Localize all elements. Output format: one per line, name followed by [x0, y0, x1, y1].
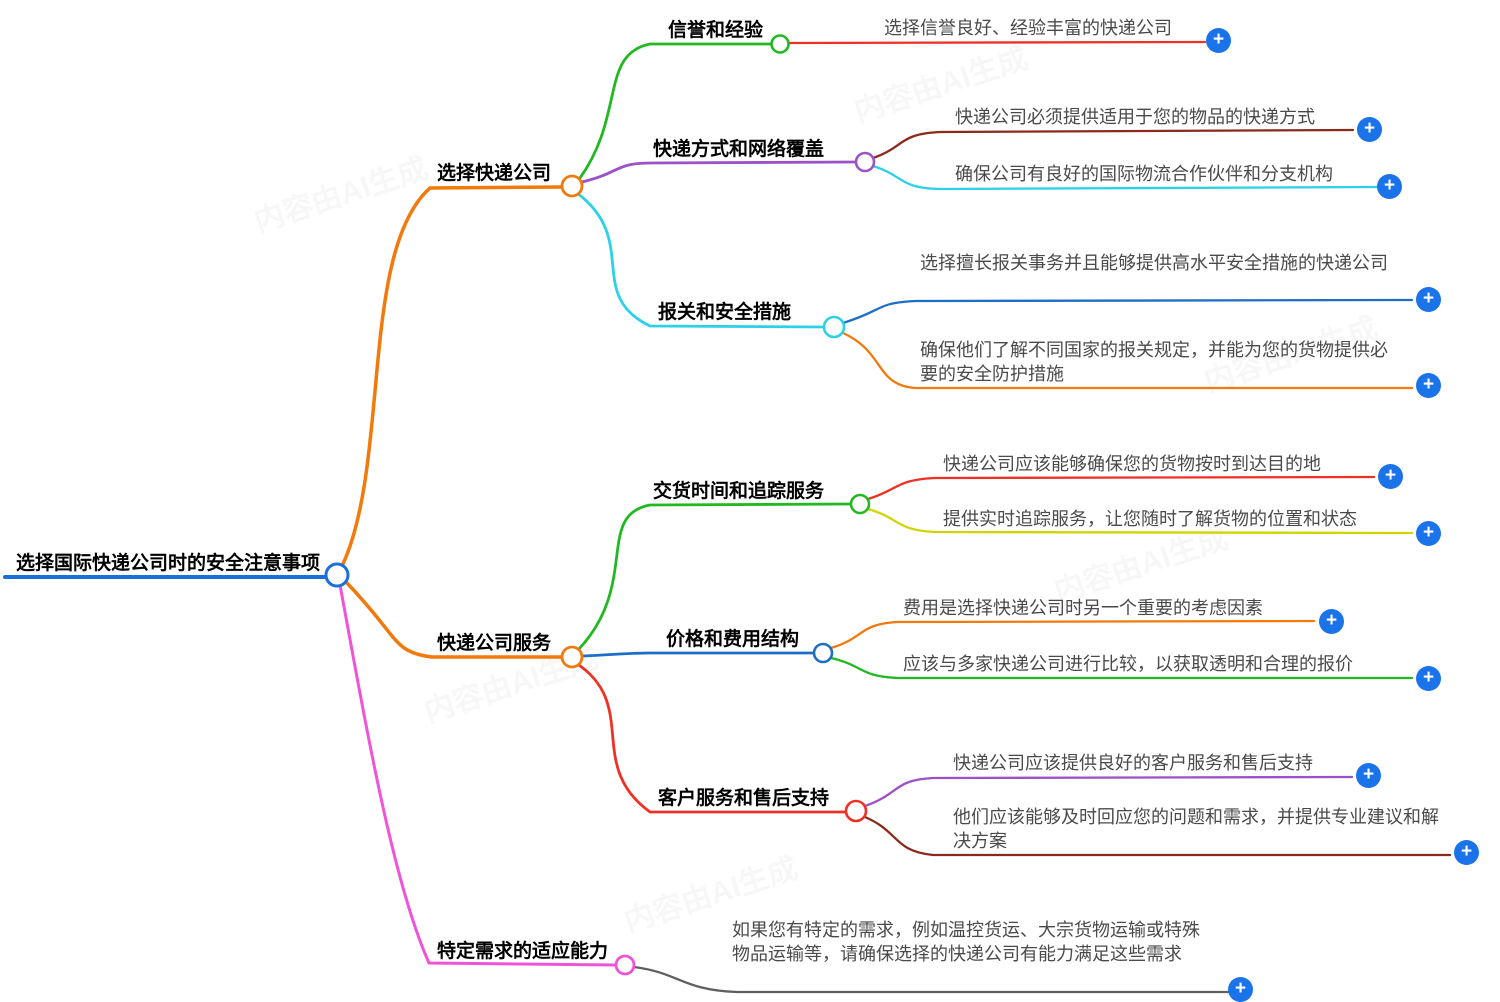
collapse-handle-delivery-time[interactable]: [849, 493, 871, 515]
edge-leaf-protection: [841, 331, 1414, 390]
branch-label-company-service[interactable]: 快递公司服务: [437, 633, 552, 654]
leaf-shipping-method-note[interactable]: 快递公司必须提供适用于您的物品的快递方式: [955, 107, 1315, 127]
edge-leaf-reputation: [787, 40, 1207, 45]
collapse-handle-reputation[interactable]: [770, 34, 790, 54]
leaf-cost-note[interactable]: 费用是选择快递公司时另一个重要的考虑因素: [903, 598, 1263, 618]
edge-branch2-to-child2: [580, 651, 815, 658]
edge-branch1-to-child2: [580, 160, 857, 184]
collapse-handle-choose-company[interactable]: [560, 174, 584, 198]
edge-leaf-ontime: [866, 475, 1376, 501]
add-node-button[interactable]: +: [1454, 840, 1479, 865]
leaf-customs-note[interactable]: 选择擅长报关事务并且能够提供高水平安全措施的快递公司: [920, 253, 1388, 273]
leaf-ontime-note[interactable]: 快递公司应该能够确保您的货物按时到达目的地: [943, 454, 1321, 474]
edge-leaf-compare: [829, 656, 1414, 680]
edge-leaf-response: [863, 815, 1452, 857]
add-node-button[interactable]: +: [1357, 117, 1382, 142]
leaf-network-note[interactable]: 确保公司有良好的国际物流合作伙伴和分支机构: [955, 164, 1333, 184]
edge-leaf-cost: [829, 619, 1316, 650]
add-node-button[interactable]: +: [1416, 287, 1441, 312]
branch-label-choose-company[interactable]: 选择快递公司: [437, 163, 552, 184]
add-node-button[interactable]: +: [1377, 174, 1402, 199]
leaf-protection-note[interactable]: 确保他们了解不同国家的报关规定，并能为您的货物提供必要的安全防护措施: [920, 340, 1388, 384]
root-topic-label[interactable]: 选择国际快递公司时的安全注意事项: [16, 553, 321, 574]
child-label-shipping-method[interactable]: 快递方式和网络覆盖: [653, 139, 825, 160]
collapse-handle-root[interactable]: [324, 562, 350, 588]
edge-leaf-customs: [841, 298, 1414, 325]
collapse-handle-special-needs[interactable]: [614, 954, 636, 976]
edge-root-to-branch1: [341, 185, 563, 566]
edge-leaf-service: [863, 775, 1354, 808]
add-node-button[interactable]: +: [1228, 977, 1253, 1002]
edge-branch2-to-child1: [576, 502, 852, 652]
collapse-handle-shipping-method[interactable]: [854, 151, 876, 173]
child-label-reputation[interactable]: 信誉和经验: [668, 20, 764, 41]
branch-label-special-needs[interactable]: 特定需求的适应能力: [437, 941, 609, 962]
edge-leaf-special-needs: [632, 965, 1230, 994]
collapse-handle-price[interactable]: [812, 642, 834, 664]
collapse-handle-customer-service[interactable]: [844, 799, 868, 823]
edge-leaf-network: [871, 164, 1379, 191]
edge-root-to-branch2: [344, 580, 563, 659]
edge-root-to-branch3: [338, 583, 617, 967]
leaf-reputation-note[interactable]: 选择信誉良好、经验丰富的快递公司: [884, 18, 1172, 38]
edge-branch1-to-child1: [578, 42, 772, 180]
add-node-button[interactable]: +: [1378, 464, 1403, 489]
child-label-customs[interactable]: 报关和安全措施: [658, 302, 792, 323]
add-node-button[interactable]: +: [1206, 28, 1231, 53]
leaf-service-note[interactable]: 快递公司应该提供良好的客户服务和售后支持: [953, 753, 1313, 773]
add-node-button[interactable]: +: [1319, 609, 1344, 634]
edge-branch1-to-child3: [575, 191, 825, 329]
leaf-response-note[interactable]: 他们应该能够及时回应您的问题和需求，并提供专业建议和解决方案: [953, 807, 1439, 851]
edge-leaf-shipping-method: [871, 128, 1355, 160]
edge-leaf-tracking: [866, 507, 1414, 535]
edge-branch2-to-child3: [574, 661, 847, 814]
leaf-compare-note[interactable]: 应该与多家快递公司进行比较，以获取透明和合理的报价: [903, 654, 1353, 674]
add-node-button[interactable]: +: [1416, 373, 1441, 398]
child-label-price[interactable]: 价格和费用结构: [666, 629, 800, 650]
leaf-tracking-note[interactable]: 提供实时追踪服务，让您随时了解货物的位置和状态: [943, 509, 1357, 529]
child-label-customer-service[interactable]: 客户服务和售后支持: [658, 788, 830, 809]
add-node-button[interactable]: +: [1416, 666, 1441, 691]
add-node-button[interactable]: +: [1356, 763, 1381, 788]
child-label-delivery-time[interactable]: 交货时间和追踪服务: [653, 481, 825, 502]
leaf-special-needs-note[interactable]: 如果您有特定的需求，例如温控货运、大宗货物运输或特殊物品运输等，请确保选择的快递…: [732, 920, 1200, 964]
collapse-handle-customs[interactable]: [822, 315, 846, 339]
collapse-handle-company-service[interactable]: [560, 645, 584, 669]
add-node-button[interactable]: +: [1416, 521, 1441, 546]
